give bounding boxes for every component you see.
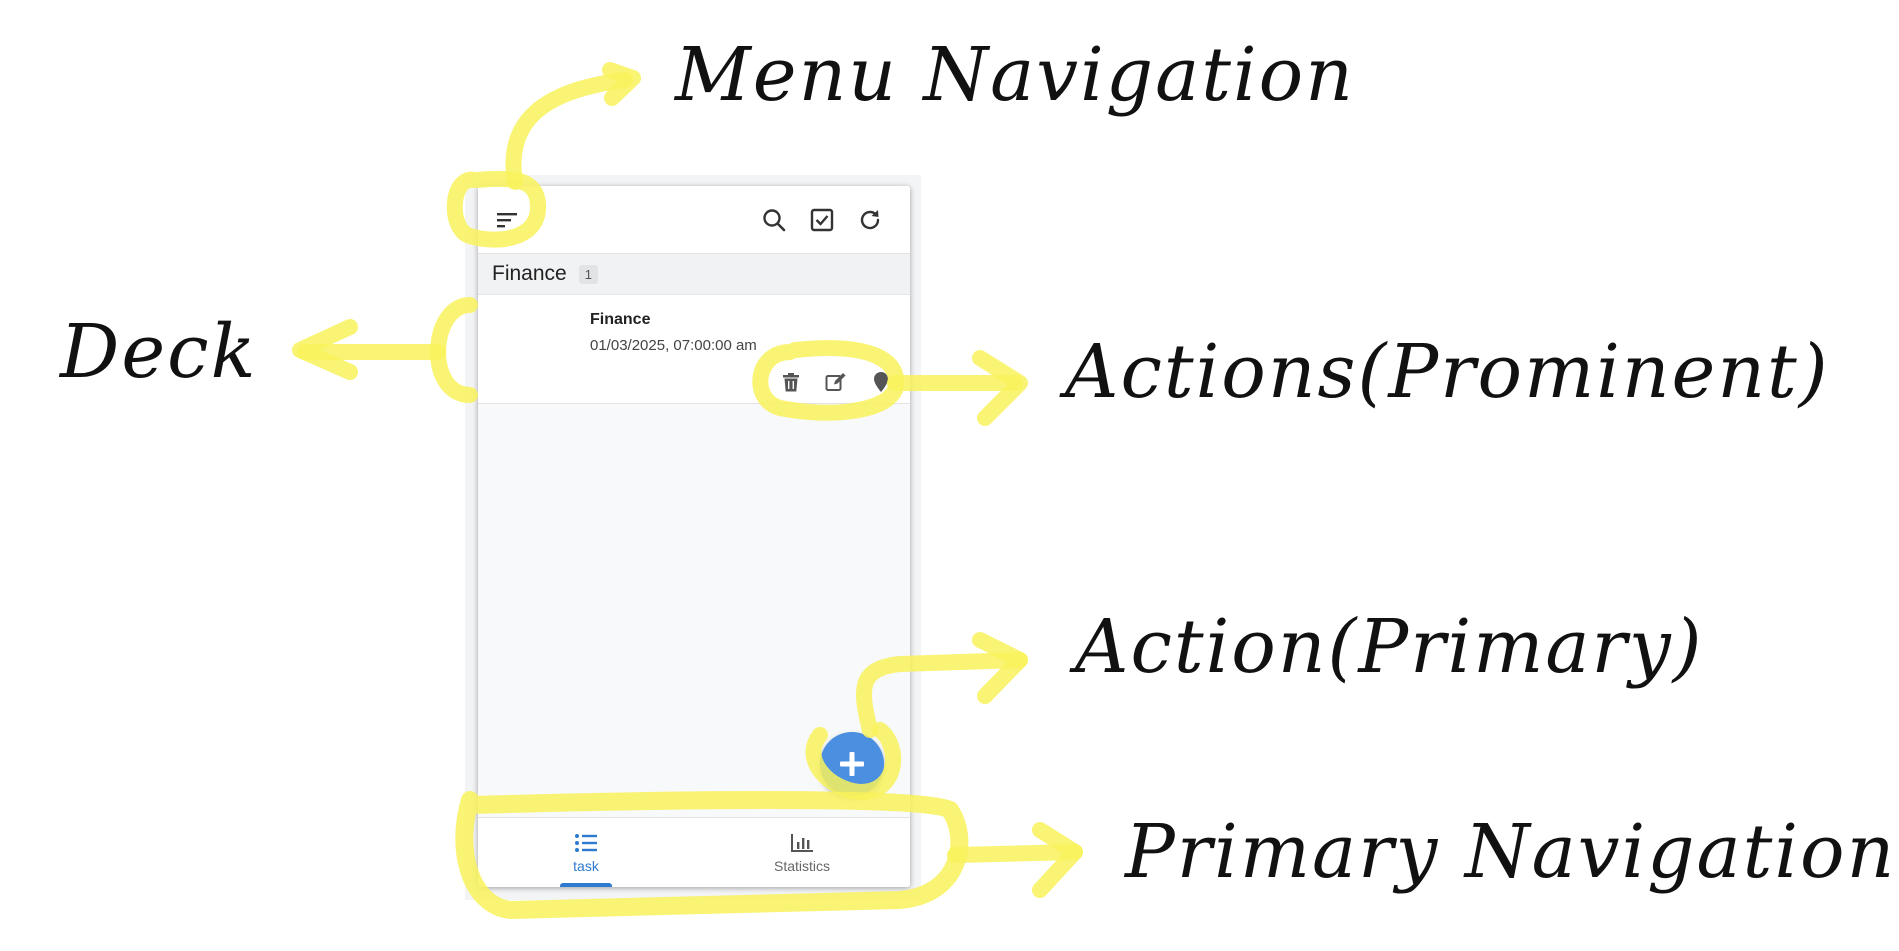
deck-title: Finance xyxy=(492,262,567,285)
plus-icon xyxy=(840,752,864,776)
edit-icon xyxy=(825,373,846,391)
active-tab-indicator xyxy=(560,883,612,887)
select-button[interactable] xyxy=(804,202,840,238)
arrowhead-actions xyxy=(972,350,1028,426)
app-bar xyxy=(478,186,910,254)
checkbox-icon xyxy=(810,208,834,232)
refresh-icon xyxy=(860,210,880,230)
arrowhead-menu xyxy=(602,62,641,106)
nav-tab-task[interactable]: task xyxy=(478,818,694,887)
deck-count-badge: 1 xyxy=(578,264,598,284)
nav-label-statistics: Statistics xyxy=(773,857,830,874)
delete-button[interactable] xyxy=(776,367,806,397)
arrow-menu-navigation xyxy=(505,72,633,190)
annotation-deck: Deck xyxy=(60,309,258,395)
search-icon xyxy=(763,209,786,232)
task-date: 01/03/2025, 07:00:00 am xyxy=(590,337,757,354)
bottom-navigation: task Statistics xyxy=(478,817,910,887)
sort-lines-icon xyxy=(497,213,517,228)
task-card[interactable]: Finance 01/03/2025, 07:00:00 am xyxy=(478,295,910,404)
nav-tab-statistics[interactable]: Statistics xyxy=(694,818,910,887)
phone-screen: Finance 1 Finance 01/03/2025, 07:00:00 a… xyxy=(478,186,910,887)
arrowhead-bottom-nav xyxy=(1032,822,1083,898)
bar-chart-icon xyxy=(791,833,813,852)
deck-header: Finance 1 xyxy=(478,254,910,295)
annotation-primary-navigation: Primary Navigation xyxy=(1125,809,1897,895)
search-button[interactable] xyxy=(756,202,792,238)
annotation-actions-prominent: Actions(Prominent) xyxy=(1065,329,1830,415)
nav-label-task: task xyxy=(573,857,599,874)
annotation-menu-navigation: Menu Navigation xyxy=(675,32,1355,118)
edit-button[interactable] xyxy=(821,367,851,397)
refresh-button[interactable] xyxy=(852,202,888,238)
task-title: Finance xyxy=(590,311,651,328)
trash-icon xyxy=(783,373,799,392)
arrowhead-fab xyxy=(972,632,1028,704)
location-button[interactable] xyxy=(866,367,896,397)
list-icon xyxy=(575,833,597,852)
location-pin-icon xyxy=(874,372,888,392)
add-task-button[interactable] xyxy=(820,732,884,796)
annotation-action-primary: Action(Primary) xyxy=(1075,604,1704,690)
menu-button[interactable] xyxy=(489,202,525,238)
arrowhead-deck xyxy=(292,319,358,380)
arrow-bottom-nav xyxy=(947,844,1083,863)
